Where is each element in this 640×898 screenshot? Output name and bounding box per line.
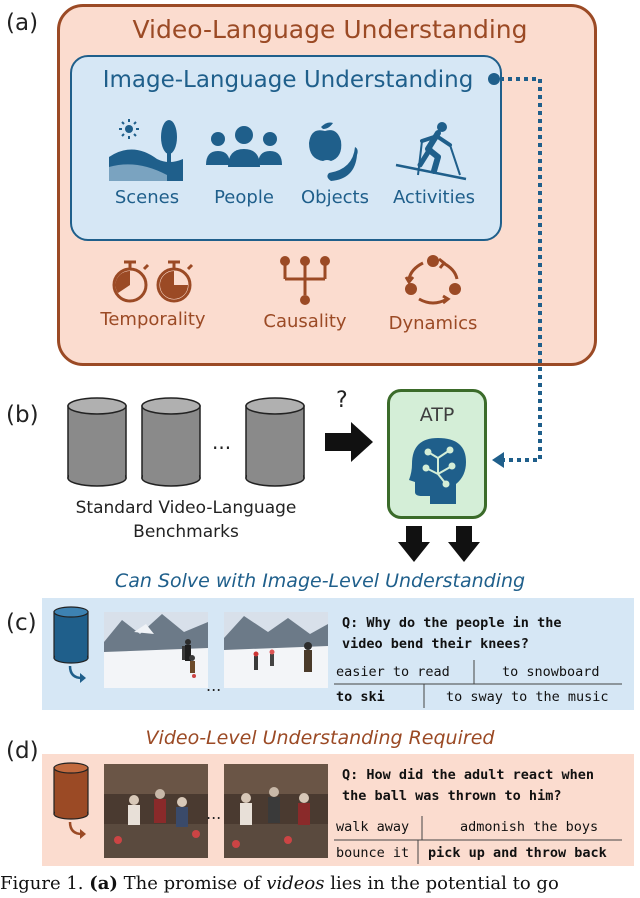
- benchmarks-caption-line: Standard Video-Language: [75, 498, 297, 518]
- answer-option: to sway to the music: [446, 689, 609, 705]
- panel-c-box: ... Q: Why do the people in the video be…: [42, 598, 634, 710]
- panel-c-title: Can Solve with Image-Level Understanding: [114, 570, 526, 592]
- caption-text: lies in the potential to go: [324, 873, 559, 894]
- category-label: Activities: [392, 187, 476, 208]
- video-language-box: Video-Language Understanding Image-Langu…: [57, 4, 597, 366]
- question-line: Q: How did the adult react when: [342, 767, 594, 783]
- answer-grid-lines: [334, 660, 622, 708]
- atp-label: ATP: [419, 404, 455, 426]
- figure-caption: Figure 1. (a) The promise of videos lies…: [0, 873, 640, 894]
- answer-option: bounce it: [336, 845, 410, 861]
- panel-d-box: ... Q: How did the adult react when the …: [42, 754, 634, 866]
- panel-d-title: Video-Level Understanding Required: [145, 727, 495, 749]
- database-icon: [141, 397, 201, 487]
- video-frame-ski-2: [224, 612, 328, 688]
- video-frame-room-2: [224, 764, 328, 858]
- category-scenes: Scenes: [97, 119, 197, 208]
- category-activities: Activities: [384, 119, 484, 208]
- caption-text: The promise of: [117, 873, 267, 894]
- brain-head-icon: [409, 438, 466, 504]
- database-icon: [67, 397, 127, 487]
- cycle-icon: [404, 255, 461, 305]
- category-label: Causality: [263, 311, 347, 332]
- benchmarks-ellipsis: ...: [212, 430, 232, 454]
- category-temporality: Temporality: [98, 259, 208, 330]
- atp-box: ATP: [387, 389, 487, 519]
- question-mark: ?: [336, 388, 348, 413]
- category-label: Objects: [300, 187, 369, 208]
- panel-label-d: (d): [6, 738, 39, 764]
- benchmarks-caption: Standard Video-Language Benchmarks: [48, 496, 324, 544]
- frames-ellipsis: ...: [206, 676, 222, 695]
- apple-banana-icon: [309, 122, 358, 181]
- video-language-title: Video-Language Understanding: [132, 15, 528, 44]
- category-label: Dynamics: [388, 313, 478, 334]
- video-frame-ski-1: [104, 612, 208, 688]
- category-objects: Objects: [285, 119, 385, 208]
- benchmark-databases: [67, 397, 305, 487]
- question-line: the ball was thrown to him?: [342, 788, 562, 804]
- black-arrow-right-icon: [325, 422, 373, 462]
- frames-ellipsis: ...: [206, 804, 222, 823]
- panel-d-question: Q: How did the adult react when the ball…: [342, 765, 594, 807]
- answer-option: walk away: [336, 819, 410, 835]
- category-dynamics: Dynamics: [378, 255, 488, 334]
- scenes-icon: [109, 119, 183, 181]
- people-icon: [206, 126, 282, 167]
- database-icon: [245, 397, 305, 487]
- image-language-box: Image-Language Understanding: [70, 55, 502, 241]
- caption-prefix: Figure 1.: [0, 873, 90, 894]
- image-language-title: Image-Language Understanding: [102, 67, 474, 93]
- answer-option-correct: to ski: [336, 689, 385, 705]
- category-label: Temporality: [100, 309, 206, 330]
- benchmarks-caption-line: Benchmarks: [133, 522, 239, 542]
- panel-c-question: Q: Why do the people in the video bend t…: [342, 613, 561, 655]
- category-people: People: [194, 119, 294, 208]
- answer-option: easier to read: [336, 664, 450, 680]
- causal-tree-icon: [280, 256, 330, 305]
- category-causality: Causality: [250, 255, 360, 332]
- question-line: video bend their knees?: [342, 636, 529, 652]
- dotted-connector-arrow: [488, 73, 542, 468]
- panel-label-c: (c): [6, 610, 37, 636]
- category-label: Scenes: [114, 187, 180, 208]
- database-icon: [53, 762, 89, 839]
- skier-icon: [395, 122, 467, 181]
- down-arrows-icon: [398, 526, 480, 562]
- answer-option: admonish the boys: [460, 819, 599, 835]
- stopwatch-icon: [112, 260, 194, 303]
- category-label: People: [214, 187, 274, 208]
- caption-bold: (a): [89, 873, 118, 894]
- answer-grid-lines: [334, 816, 622, 864]
- panel-label-b: (b): [6, 402, 39, 428]
- answer-option-correct: pick up and throw back: [428, 845, 607, 861]
- database-icon: [53, 606, 89, 683]
- video-frame-room-1: [104, 764, 208, 858]
- panel-label-a: (a): [6, 10, 39, 36]
- caption-italic: videos: [266, 873, 325, 894]
- answer-option: to snowboard: [502, 664, 600, 680]
- question-line: Q: Why do the people in the: [342, 615, 562, 631]
